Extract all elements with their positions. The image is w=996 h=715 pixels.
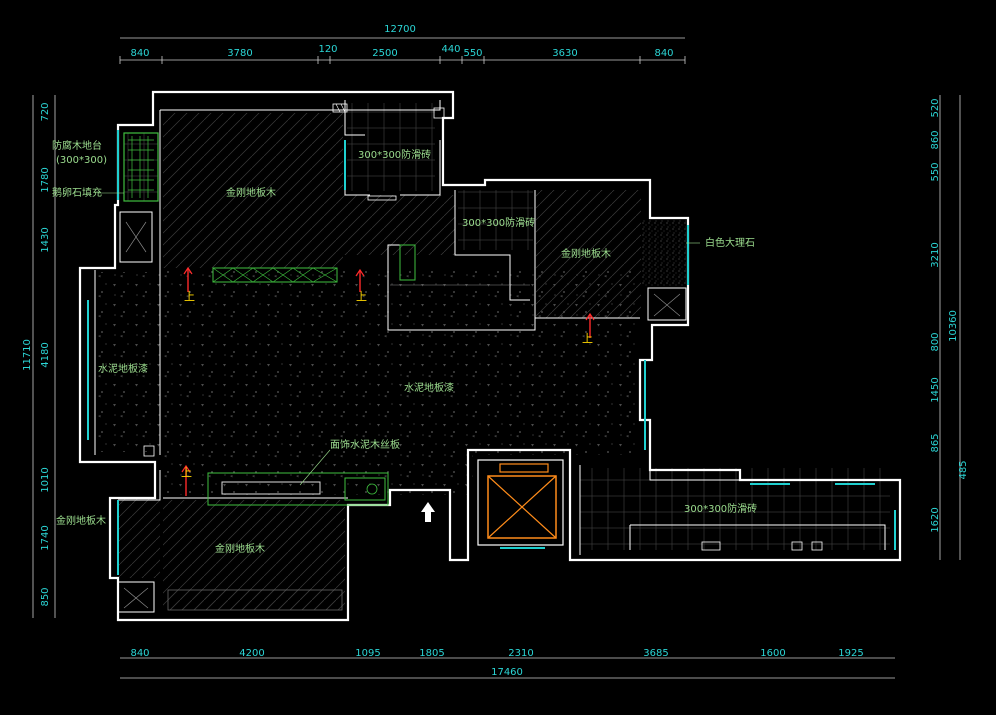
right-dim-3: 550 <box>930 162 941 181</box>
up-label-2: 上 <box>356 290 367 303</box>
label-wood-bottom: 金刚地板木 <box>215 542 265 555</box>
label-deck-size: (300*300) <box>56 155 107 166</box>
up-label-3: 上 <box>582 332 593 345</box>
left-total-dim: 11710 <box>22 339 33 371</box>
top-dim-3: 120 <box>318 44 337 55</box>
up-label-4: 上 <box>181 466 192 479</box>
left-dim-1: 720 <box>40 102 51 121</box>
right-dim-4: 3210 <box>930 242 941 267</box>
up-arrow-2: 上 <box>355 268 367 303</box>
left-dim-3: 1430 <box>40 227 51 252</box>
bottom-dim-6: 3685 <box>643 648 668 659</box>
entry-arrow-icon <box>421 502 435 522</box>
right-dim-6: 1450 <box>930 377 941 402</box>
right-dim-2: 860 <box>930 130 941 149</box>
cabinets <box>167 244 530 611</box>
right-dim-7: 865 <box>930 433 941 452</box>
bottom-dim-4: 1805 <box>419 648 444 659</box>
label-pebble-fill: 鹅卵石填充 <box>52 186 102 199</box>
walls <box>78 90 902 622</box>
up-arrow-3: 上 <box>582 312 595 345</box>
up-arrow-4: 上 <box>181 464 192 496</box>
right-dimensions: 520 860 550 3210 800 1450 865 1620 10360… <box>930 95 969 560</box>
deck-box <box>123 132 159 202</box>
bottom-dim-5: 2310 <box>508 648 533 659</box>
top-dim-6: 550 <box>463 48 482 59</box>
right-dim-1: 520 <box>930 98 941 117</box>
room-labels: 防腐木地台 (300*300) 鹅卵石填充 300*300防滑砖 金刚地板木 3… <box>52 139 757 555</box>
right-total-dim-b: 485 <box>958 460 969 479</box>
top-dimensions: 12700 840 3780 120 2500 440 550 3630 840 <box>119 24 686 64</box>
up-arrow-1: 上 <box>183 266 195 303</box>
left-dim-2: 1780 <box>40 167 51 192</box>
top-total-dim: 12700 <box>384 24 416 35</box>
shafts <box>117 211 687 613</box>
up-arrows: 上 上 上 上 <box>181 266 595 496</box>
top-dim-1: 840 <box>130 48 149 59</box>
bottom-dim-2: 4200 <box>239 648 264 659</box>
bottom-dim-7: 1600 <box>760 648 785 659</box>
bottom-dim-8: 1925 <box>838 648 863 659</box>
bottom-total-dim: 17460 <box>491 667 523 678</box>
bottom-dimensions: 840 4200 1095 1805 2310 3685 1600 1925 1… <box>120 648 895 679</box>
left-dimensions: 11710 720 1780 1430 4180 1010 1740 850 <box>22 95 56 618</box>
label-marble: 白色大理石 <box>705 236 755 249</box>
top-dim-7: 3630 <box>552 48 577 59</box>
up-label-1: 上 <box>184 290 195 303</box>
label-tile-top: 300*300防滑砖 <box>358 148 431 161</box>
top-dim-5: 440 <box>441 44 460 55</box>
label-cement-board: 面饰水泥木丝板 <box>330 438 400 451</box>
top-dim-4: 2500 <box>372 48 397 59</box>
right-total-dim-a: 10360 <box>948 310 959 342</box>
bottom-dim-1: 840 <box>130 648 149 659</box>
right-dim-8: 1620 <box>930 507 941 532</box>
top-dim-8: 840 <box>654 48 673 59</box>
door-glyphs <box>143 103 823 551</box>
label-wood-right: 金刚地板木 <box>561 247 611 260</box>
label-deck: 防腐木地台 <box>52 139 102 152</box>
left-dim-6: 1740 <box>40 525 51 550</box>
elevator <box>477 459 564 546</box>
left-dim-4: 4180 <box>40 342 51 367</box>
left-dim-7: 850 <box>40 587 51 606</box>
left-dim-5: 1010 <box>40 467 51 492</box>
label-wood-bottom-left: 金刚地板木 <box>56 514 106 527</box>
right-dim-5: 800 <box>930 332 941 351</box>
top-dim-2: 3780 <box>227 48 252 59</box>
label-wood-main: 金刚地板木 <box>226 186 276 199</box>
label-cement-center: 水泥地板漆 <box>404 381 454 394</box>
label-tile-bottom-right: 300*300防滑砖 <box>684 502 757 515</box>
label-cement-left: 水泥地板漆 <box>98 362 148 375</box>
label-tile-mid: 300*300防滑砖 <box>462 216 535 229</box>
bottom-dim-3: 1095 <box>355 648 380 659</box>
